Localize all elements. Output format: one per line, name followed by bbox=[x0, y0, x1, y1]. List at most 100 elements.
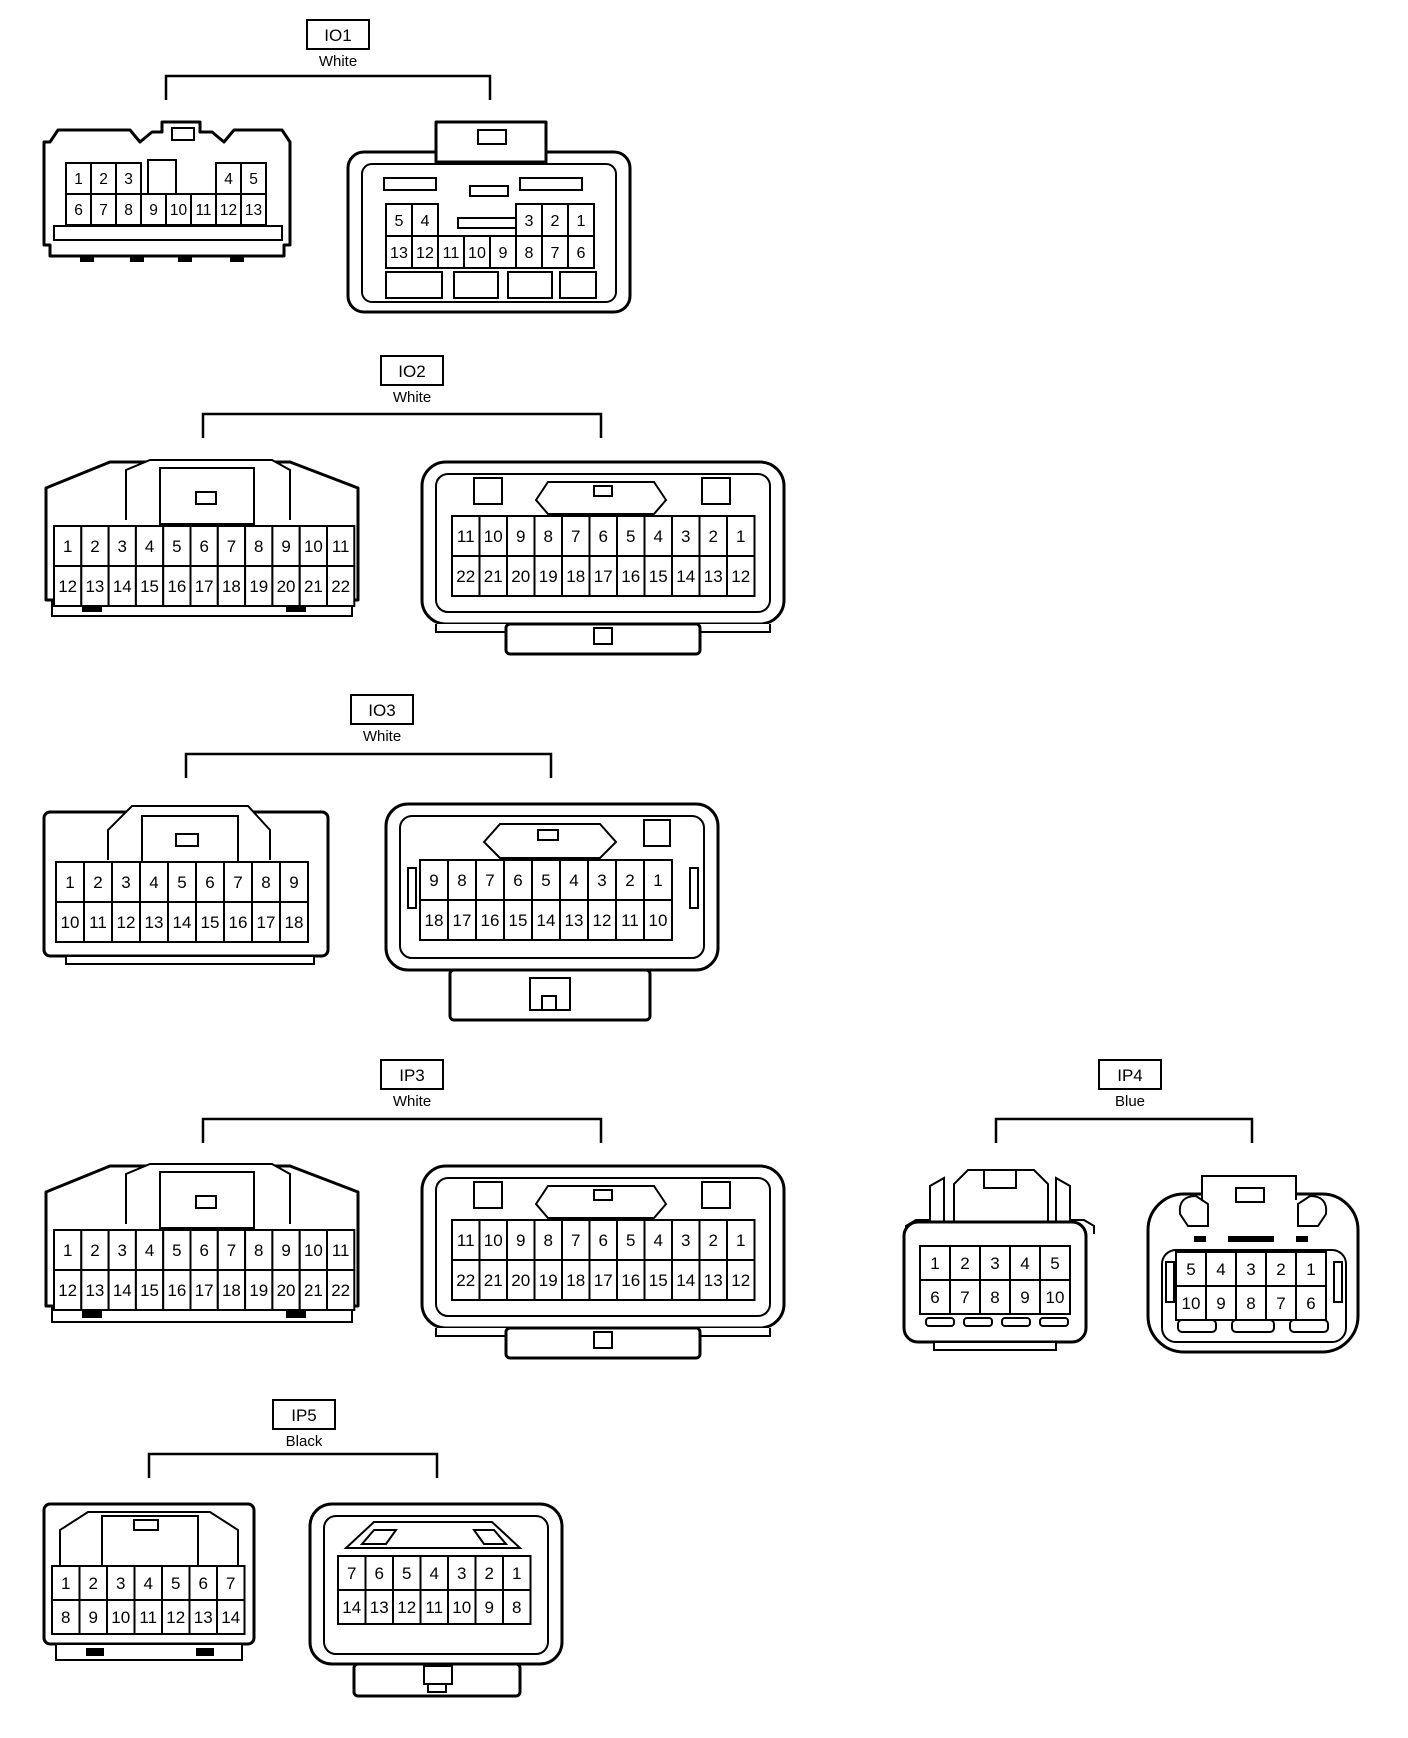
pin-label-ip4: 9 bbox=[1216, 1294, 1225, 1313]
pin-label-io3: 11 bbox=[89, 913, 107, 932]
pin-label-ip5: 9 bbox=[485, 1598, 494, 1617]
pin-label-ip5: 1 bbox=[61, 1574, 70, 1593]
pin-label-ip3: 10 bbox=[484, 1231, 503, 1250]
pin-label-ip3: 18 bbox=[566, 1271, 585, 1290]
pin-label-io1: 11 bbox=[195, 202, 211, 219]
pin-label-io2: 14 bbox=[113, 577, 132, 596]
pin-label-io2: 16 bbox=[167, 577, 186, 596]
pin-label-io2: 1 bbox=[63, 537, 72, 556]
pin-label-io1: 2 bbox=[551, 212, 560, 230]
pin-label-ip3: 7 bbox=[571, 1231, 580, 1250]
pin-cell bbox=[698, 555, 728, 597]
pin-label-io2: 20 bbox=[277, 577, 296, 596]
pin-label-io1: 9 bbox=[149, 202, 158, 219]
pin-cell bbox=[240, 162, 267, 195]
pin-cell bbox=[244, 565, 274, 607]
pin-label-io3: 5 bbox=[177, 873, 186, 892]
pin-label-io1: 5 bbox=[395, 212, 404, 230]
pin-label-ip3: 3 bbox=[118, 1241, 127, 1260]
pin-label-ip5: 3 bbox=[457, 1564, 466, 1583]
pin-label-io1: 6 bbox=[74, 202, 83, 219]
pin-label-io3: 15 bbox=[201, 913, 220, 932]
pin-label-ip3: 10 bbox=[304, 1241, 323, 1260]
pin-cell bbox=[115, 162, 142, 195]
pin-label-io3: 14 bbox=[537, 911, 556, 930]
pin-cell bbox=[326, 1269, 356, 1311]
pin-label-ip3: 9 bbox=[281, 1241, 290, 1260]
pin-cell bbox=[419, 1589, 449, 1625]
pin-label-ip4: 6 bbox=[1306, 1294, 1315, 1313]
pin-label-io3: 8 bbox=[261, 873, 270, 892]
pin-cell bbox=[216, 1565, 246, 1601]
pin-cell bbox=[326, 1229, 356, 1271]
pin-cell bbox=[437, 235, 465, 269]
pin-label-io3: 12 bbox=[593, 911, 612, 930]
pin-label-ip3: 17 bbox=[195, 1281, 214, 1300]
pin-cell bbox=[478, 1259, 508, 1301]
pin-label-io2: 14 bbox=[676, 567, 695, 586]
pin-label-io2: 17 bbox=[594, 567, 613, 586]
pin-label-ip3: 20 bbox=[277, 1281, 296, 1300]
pin-label-io1: 1 bbox=[577, 212, 586, 230]
pin-label-ip4: 7 bbox=[1276, 1294, 1285, 1313]
pin-label-io3: 3 bbox=[597, 871, 606, 890]
pin-label-io3: 6 bbox=[513, 871, 522, 890]
code-box-io2 bbox=[380, 355, 444, 386]
pin-cell bbox=[162, 565, 192, 607]
pin-label-ip4: 1 bbox=[1306, 1260, 1315, 1279]
code-label-io1: IO1 bbox=[324, 26, 351, 45]
pin-label-ip3: 6 bbox=[199, 1241, 208, 1260]
pin-cell bbox=[419, 1555, 449, 1591]
pin-cell bbox=[1039, 1279, 1071, 1315]
pin-cell bbox=[80, 1229, 110, 1271]
pin-cell bbox=[559, 899, 589, 941]
pin-label-ip3: 16 bbox=[621, 1271, 640, 1290]
pin-cell bbox=[561, 1259, 591, 1301]
pin-label-io3: 6 bbox=[205, 873, 214, 892]
pin-label-ip3: 20 bbox=[511, 1271, 530, 1290]
pin-label-ip3: 14 bbox=[113, 1281, 132, 1300]
pin-cell bbox=[385, 203, 413, 237]
bracket-io1 bbox=[164, 74, 492, 100]
pin-label-io1: 3 bbox=[525, 212, 534, 230]
pin-label-io2: 18 bbox=[566, 567, 585, 586]
pin-cell bbox=[364, 1589, 394, 1625]
pin-label-io2: 5 bbox=[172, 537, 181, 556]
pin-label-io3: 13 bbox=[145, 913, 164, 932]
code-label-io2: IO2 bbox=[398, 362, 425, 381]
pin-label-ip3: 5 bbox=[172, 1241, 181, 1260]
bracket-ip4 bbox=[994, 1117, 1254, 1143]
pin-cell bbox=[337, 1555, 367, 1591]
bracket-io3 bbox=[184, 752, 553, 778]
pin-label-io3: 7 bbox=[485, 871, 494, 890]
pin-cell bbox=[919, 1279, 951, 1315]
pin-cell bbox=[474, 1555, 504, 1591]
pin-label-io3: 7 bbox=[233, 873, 242, 892]
pin-label-io1: 11 bbox=[443, 244, 460, 262]
pin-label-ip4: 7 bbox=[960, 1288, 969, 1307]
pin-label-ip4: 4 bbox=[1216, 1260, 1225, 1279]
pin-cell bbox=[671, 1219, 701, 1261]
pin-cell bbox=[90, 193, 117, 226]
code-label-ip3: IP3 bbox=[399, 1066, 425, 1085]
pin-label-ip3: 11 bbox=[332, 1241, 350, 1260]
pin-label-ip3: 4 bbox=[145, 1241, 154, 1260]
pin-label-io2: 3 bbox=[118, 537, 127, 556]
pin-label-io3: 10 bbox=[649, 911, 668, 930]
pin-label-io2: 2 bbox=[709, 527, 718, 546]
pin-cell bbox=[533, 1219, 563, 1261]
pin-label-io2: 18 bbox=[222, 577, 241, 596]
pin-cell bbox=[447, 1589, 477, 1625]
pin-label-io2: 9 bbox=[516, 527, 525, 546]
